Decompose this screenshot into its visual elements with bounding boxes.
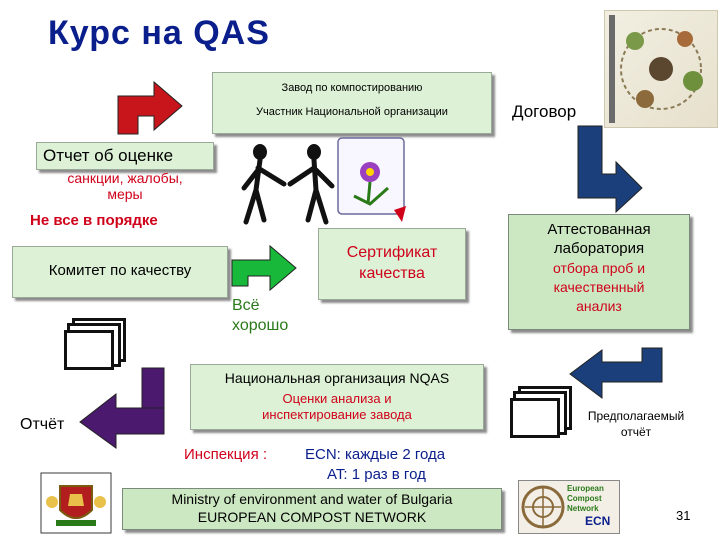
inspection-at: AT: 1 раз в год xyxy=(327,466,426,483)
lab-description: отбора проб и качественный анализ xyxy=(552,260,646,314)
purple-arrow-icon xyxy=(79,367,165,449)
red-arrow-icon xyxy=(117,80,183,135)
assessment-report-label: Отчет об оценке xyxy=(43,146,174,165)
compost-collage-drawing xyxy=(609,15,703,123)
bulgaria-coat-of-arms-icon xyxy=(40,472,112,534)
document-stack-icon xyxy=(64,330,114,370)
composting-plant-label: Завод по компостированию xyxy=(281,82,423,94)
blue-arrow-icon xyxy=(577,125,643,214)
nqas-description: Оценки анализа и инспектирование завода xyxy=(262,391,412,422)
sanctions-label: санкции, жалобы, меры xyxy=(67,170,183,202)
lab-title-2: лаборатория xyxy=(553,240,645,257)
all-good-label: Всё хорошо xyxy=(232,297,289,334)
page-title: Курс на QAS xyxy=(48,14,270,52)
inspection-ecn: ECN: каждые 2 года xyxy=(305,446,446,463)
ecn-logo-line1: European xyxy=(567,484,604,493)
lab-title-1: Аттестованная xyxy=(547,221,651,238)
ministry-label: Ministry of environment and water of Bul… xyxy=(171,491,453,507)
blue-arrow-lower-icon xyxy=(569,347,663,399)
ecn-logo: European Compost Network ECN xyxy=(518,480,620,534)
assessment-report-box: Отчет об оценке xyxy=(36,142,214,170)
nqas-box: Национальная организация NQAS Оценки ана… xyxy=(190,364,484,430)
handshake-figures-icon xyxy=(241,144,335,225)
lab-box: Аттестованная лаборатория отбора проб и … xyxy=(508,214,690,330)
compost-collage-image xyxy=(604,10,718,128)
footer-box: Ministry of environment and water of Bul… xyxy=(122,488,502,530)
expected-report-label: Предполагаемый отчёт xyxy=(587,409,685,439)
not-ok-label: Не все в порядке xyxy=(30,212,158,229)
page-number: 31 xyxy=(676,508,691,523)
report-label: Отчёт xyxy=(20,416,65,433)
quality-committee-box: Комитет по качеству xyxy=(12,246,228,298)
quality-certificate-label: Сертификат качества xyxy=(346,244,438,282)
inspection-label: Инспекция : xyxy=(184,446,268,463)
composting-plant-box: Завод по компостированию Участник Национ… xyxy=(212,72,492,134)
certificate-scroll-icon xyxy=(337,137,406,222)
ecn-logo-line2: Compost xyxy=(567,494,602,503)
ecn-label: EUROPEAN COMPOST NETWORK xyxy=(197,509,427,525)
document-stack-icon-right xyxy=(510,398,560,438)
ecn-logo-mark xyxy=(521,485,565,529)
ecn-logo-line3: Network xyxy=(567,504,599,513)
ecn-logo-abbr: ECN xyxy=(585,514,611,528)
nqas-title: Национальная организация NQAS xyxy=(224,370,450,386)
green-arrow-icon xyxy=(231,244,297,292)
contract-label: Договор xyxy=(512,102,577,121)
participant-label: Участник Национальной организации xyxy=(256,106,448,118)
quality-committee-label: Комитет по качеству xyxy=(48,262,192,279)
quality-certificate-box: Сертификат качества xyxy=(318,228,466,300)
